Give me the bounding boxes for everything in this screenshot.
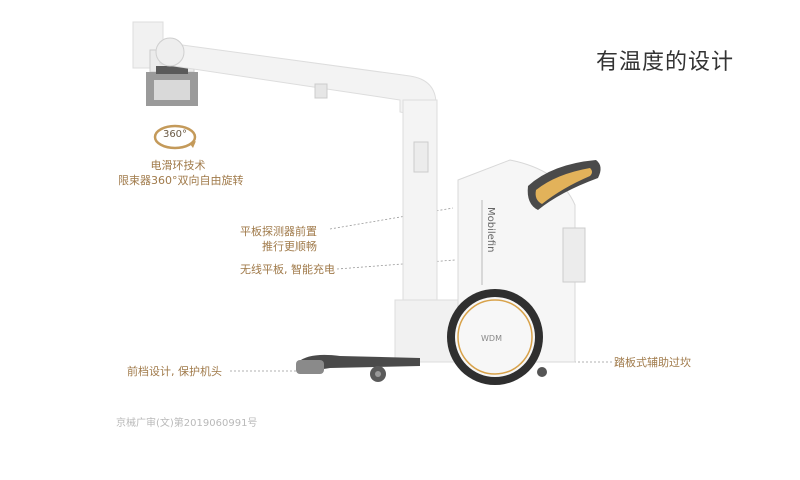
callout-detector: 平板探测器前置 推行更顺畅 — [240, 224, 317, 254]
callout-wireless: 无线平板, 智能充电 — [240, 263, 335, 276]
articulated-arm — [155, 37, 437, 119]
callout-front-guard: 前档设计, 保护机头 — [127, 365, 222, 378]
base — [296, 299, 471, 382]
main-wheel: WDM — [447, 289, 543, 385]
handle — [527, 160, 601, 210]
column — [402, 99, 438, 321]
callout-slip-ring-line1: 电滑环技术 — [150, 159, 206, 172]
callout-pedal: 踏板式辅助过坎 — [614, 356, 691, 369]
wheel-brand-text: WDM — [481, 334, 502, 343]
approval-number: 京械广审(文)第2019060991号 — [116, 418, 258, 429]
rear-caster — [537, 367, 547, 377]
side-brand-text: Mobilefin — [485, 207, 496, 252]
rotation-badge: 360° — [152, 122, 198, 152]
page-title: 有温度的设计 — [596, 50, 735, 75]
rotation-arrow-icon — [153, 124, 197, 150]
callout-slip-ring: 电滑环技术 限束器360°双向自由旋转 — [118, 158, 244, 188]
rotation-badge-text: 360° — [162, 129, 188, 140]
callout-slip-ring-line2: 限束器360°双向自由旋转 — [118, 174, 244, 187]
callout-detector-line1: 平板探测器前置 — [240, 225, 317, 238]
callout-detector-line2: 推行更顺畅 — [262, 240, 317, 253]
leader-line-detector — [329, 207, 454, 230]
